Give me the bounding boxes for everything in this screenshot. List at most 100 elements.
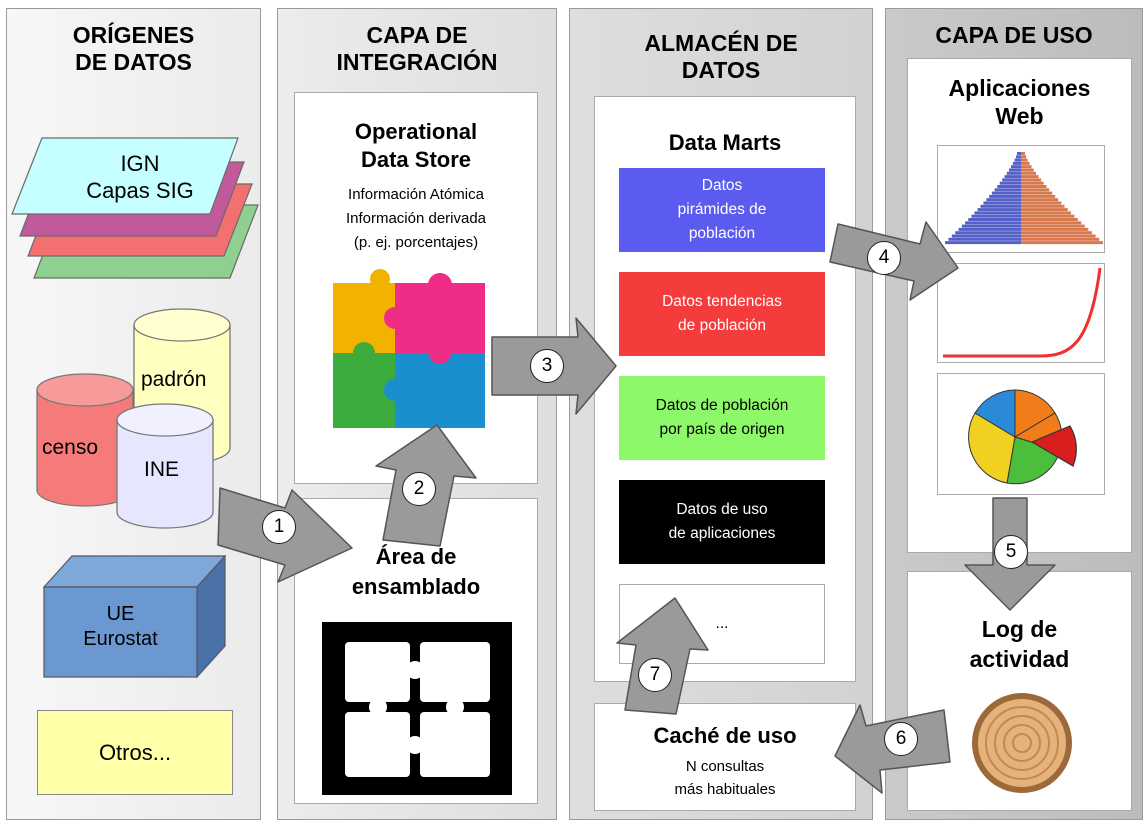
pyramid-bar-right <box>1021 218 1078 221</box>
usage-title: CAPA DE USO <box>935 22 1093 48</box>
pyramid-bar-right <box>1021 171 1037 175</box>
ign-label: IGN <box>120 151 160 176</box>
pyramid-bar-right <box>1021 198 1059 202</box>
pyramid-bar-left <box>955 231 1021 235</box>
sources-title: ORÍGENES DE DATOS <box>72 22 195 75</box>
pyramid-bar-right <box>1021 161 1030 165</box>
pyramid-bar-right <box>1021 181 1044 185</box>
pyramid-bar-right <box>1021 231 1092 235</box>
pyramid-bar-left <box>986 198 1021 202</box>
assembly-title: Área de ensamblado <box>351 544 481 599</box>
pyramid-bar-left <box>961 224 1021 228</box>
step-3-badge: 3 <box>530 349 564 383</box>
pyramid-bar-right <box>1021 201 1062 205</box>
pyramid-bar-right <box>1021 204 1065 208</box>
mart-trends-label: Datos tendencias de población <box>662 293 782 334</box>
ine-label: INE <box>144 458 180 481</box>
pyramid-bar-left <box>999 181 1021 185</box>
pyramid-bar-right <box>1021 227 1089 231</box>
pyramid-bar-left <box>958 227 1021 231</box>
pyramid-bar-right <box>1021 224 1085 228</box>
pyramid-bar-left <box>994 188 1021 192</box>
pyramid-bar-right <box>1021 237 1100 241</box>
pyramid-bar-left <box>980 204 1021 208</box>
pyramid-bar-right <box>1021 241 1103 245</box>
step-7-badge: 7 <box>638 658 672 692</box>
pyramid-bar-right <box>1021 211 1072 215</box>
integration-title: CAPA DE INTEGRACIÓN <box>336 22 498 75</box>
pyramid-bar-right <box>1021 188 1050 192</box>
pyramid-bar-left <box>948 237 1021 241</box>
pyramid-bar-left <box>1016 155 1021 159</box>
log-title: Log de actividad <box>969 616 1070 672</box>
pyramid-bar-right <box>1021 185 1047 188</box>
pyramid-bar-left <box>1008 168 1021 172</box>
pyramid-bar-left <box>1014 158 1021 162</box>
ods-title: Operational Data Store <box>354 119 478 172</box>
mart-origin: Datos de población por país de origen <box>619 376 825 460</box>
pyramid-bar-left <box>1012 161 1021 165</box>
pyramid-bar-left <box>989 194 1021 198</box>
pyramid-bar-left <box>1002 178 1021 182</box>
pyramid-bar-right <box>1021 158 1028 162</box>
arrow-7 <box>616 597 709 715</box>
mart-other-label: ... <box>715 615 729 632</box>
pyramid-bar-right <box>1021 208 1068 212</box>
pyramid-bar-right <box>1021 152 1025 155</box>
pyramid-bar-left <box>983 201 1021 205</box>
cache-line-2: más habituales <box>674 781 776 798</box>
otros-box: Otros... <box>37 710 233 795</box>
step-2-badge: 2 <box>402 472 436 506</box>
cache-panel <box>594 703 856 811</box>
pyramid-bar-left <box>965 221 1021 225</box>
mart-pyramids-label: Datos pirámides de población <box>677 177 767 242</box>
ods-line-2: Información derivada <box>345 210 487 227</box>
pyramid-bar-left <box>1006 171 1021 175</box>
step-6-badge: 6 <box>884 722 918 756</box>
warehouse-title: ALMACÉN DE DATOS <box>644 30 798 83</box>
pyramid-bar-right <box>1021 194 1056 198</box>
pyramid-bar-right <box>1021 178 1042 182</box>
pyramid-bar-right <box>1021 214 1075 218</box>
data-marts-title: Data Marts <box>668 130 782 155</box>
gis-layers-label: Capas SIG <box>86 178 194 203</box>
ods-line-1: Información Atómica <box>348 186 484 203</box>
ue-label: UE <box>106 603 135 625</box>
pyramid-bar-left <box>1017 152 1021 155</box>
mart-usage: Datos de uso de aplicaciones <box>619 480 825 564</box>
pyramid-bar-right <box>1021 168 1034 172</box>
step-5-badge: 5 <box>994 535 1028 569</box>
pyramid-bar-left <box>977 208 1021 212</box>
pyramid-bar-left <box>974 211 1021 215</box>
trend-thumbnail <box>937 263 1105 363</box>
mart-pyramids: Datos pirámides de población <box>619 168 825 252</box>
pyramid-bar-left <box>971 214 1021 218</box>
eurostat-label: Eurostat <box>83 628 158 650</box>
ods-line-3: (p. ej. porcentajes) <box>353 234 479 251</box>
pyramid-bar-left <box>1010 165 1021 169</box>
cache-line-1: N consultas <box>685 758 765 775</box>
censo-label: censo <box>42 436 99 459</box>
pyramid-bar-left <box>951 234 1021 238</box>
pyramid-bar-left <box>945 241 1021 245</box>
mart-trends: Datos tendencias de población <box>619 272 825 356</box>
webapps-title: Aplicaciones Web <box>948 75 1091 129</box>
pyramid-bar-left <box>968 218 1021 221</box>
otros-label: Otros... <box>98 739 172 765</box>
pyramid-bar-left <box>1004 175 1021 179</box>
pyramid-bar-right <box>1021 234 1096 238</box>
pyramid-bar-left <box>997 185 1021 188</box>
pyramid-bar-right <box>1021 155 1027 159</box>
pyramid-bar-left <box>991 191 1021 195</box>
pyramid-bar-right <box>1021 165 1032 169</box>
